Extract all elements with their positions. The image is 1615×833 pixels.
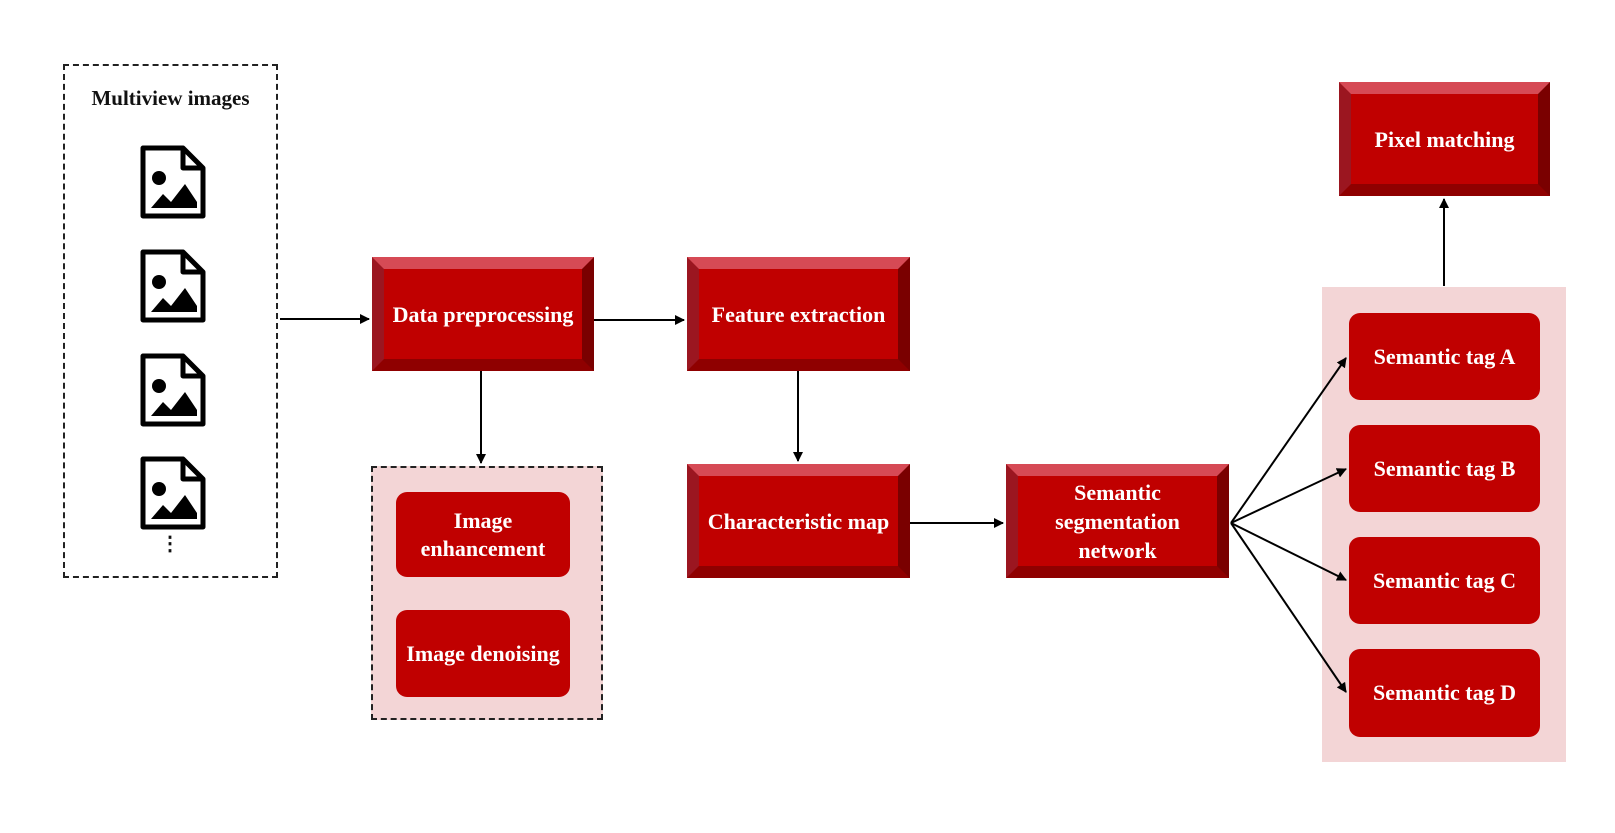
semantic-tag-d-box: Semantic tag D [1349, 649, 1540, 737]
image-file-icon [140, 456, 206, 530]
characteristic-map-label: Characteristic map [707, 508, 890, 534]
image-file-icon [140, 353, 206, 427]
input-images-group [63, 64, 278, 578]
feature-extraction-label: Feature extraction [711, 301, 886, 327]
input-group-title: Multiview images [91, 86, 250, 110]
image-enhancement-label: Image enhancement [420, 507, 546, 561]
semantic-tag-b-label: Semantic tag B [1373, 455, 1516, 481]
semantic-tag-a-label: Semantic tag A [1373, 343, 1516, 369]
image-file-icon [140, 145, 206, 219]
arrow-segmentation-to-tag-d [1230, 522, 1347, 693]
image-file-icon [140, 249, 206, 323]
arrow-segmentation-to-tag-a [1230, 357, 1347, 524]
image-enhancement-box: Image enhancement [396, 492, 570, 577]
semantic-segmentation-label: Semantic segmentation network [1055, 479, 1180, 563]
arrow-segmentation-to-tag-b [1230, 468, 1347, 524]
pixel-matching-block: Pixel matching [1339, 82, 1550, 196]
data-preprocessing-block: Data preprocessing [372, 257, 594, 371]
image-denoising-label: Image denoising [406, 640, 560, 666]
characteristic-map-block: Characteristic map [687, 464, 910, 578]
data-preprocessing-label: Data preprocessing [392, 301, 574, 327]
pixel-matching-label: Pixel matching [1374, 126, 1515, 152]
semantic-tag-c-box: Semantic tag C [1349, 537, 1540, 624]
image-denoising-box: Image denoising [396, 610, 570, 697]
semantic-segmentation-block: Semantic segmentation network [1006, 464, 1229, 578]
semantic-tag-c-label: Semantic tag C [1373, 567, 1516, 593]
semantic-tag-b-box: Semantic tag B [1349, 425, 1540, 512]
arrow-segmentation-to-tag-c [1230, 522, 1347, 581]
semantic-tag-a-box: Semantic tag A [1349, 313, 1540, 400]
feature-extraction-block: Feature extraction [687, 257, 910, 371]
semantic-tag-d-label: Semantic tag D [1373, 680, 1516, 705]
